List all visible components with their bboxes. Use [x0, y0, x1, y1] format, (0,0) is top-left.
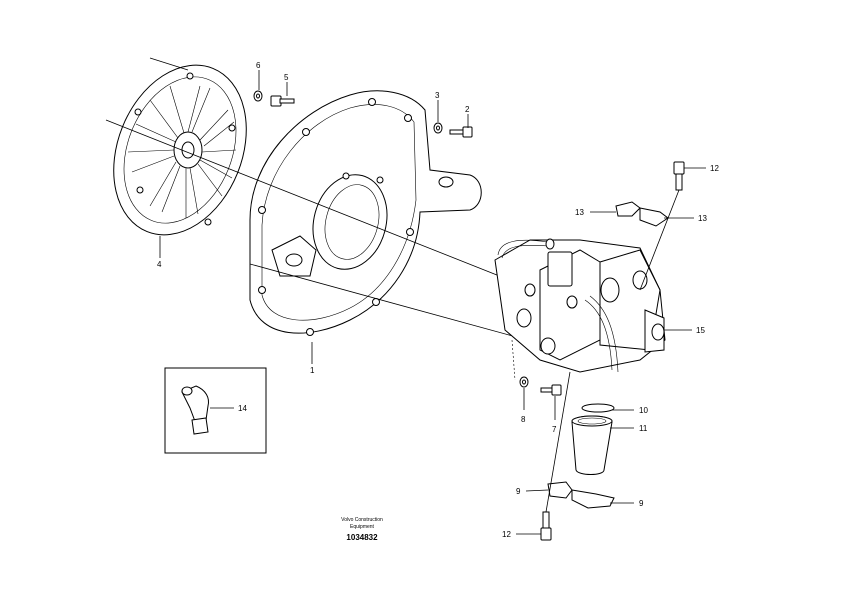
- part-8-washer[interactable]: [519, 376, 529, 388]
- callout-12-top: 12: [710, 164, 719, 173]
- callout-8: 8: [521, 415, 526, 424]
- part-10-o-ring[interactable]: [581, 403, 615, 413]
- part-5-bolt[interactable]: [270, 95, 295, 107]
- callout-5: 5: [284, 73, 289, 82]
- callout-labels: 1 2 3 4 5 6 7 8 9 9 10 11 12 12 13 13 14…: [157, 61, 719, 539]
- caption-division: Equipment: [350, 524, 375, 530]
- callout-11: 11: [639, 424, 648, 433]
- part-9-clamp-left[interactable]: [547, 481, 573, 499]
- callout-3: 3: [435, 91, 440, 100]
- callout-14: 14: [238, 404, 247, 413]
- caption-drawing-number: 1034832: [346, 533, 378, 542]
- part-14-inset[interactable]: [164, 367, 267, 454]
- part-3-washer[interactable]: [433, 122, 443, 134]
- part-2-bolt[interactable]: [449, 126, 473, 138]
- part-6-washer[interactable]: [253, 90, 263, 102]
- callout-7: 7: [552, 425, 557, 434]
- callout-15: 15: [696, 326, 705, 335]
- assembly-axis-lines: [105, 57, 561, 339]
- part-12-bolt-top[interactable]: [639, 161, 685, 291]
- part-9-clamp-right[interactable]: [571, 489, 615, 509]
- diagram-caption: Volvo Construction Equipment 1034832: [341, 517, 383, 542]
- part-15-pump-assembly[interactable]: [494, 238, 666, 381]
- callout-12-bottom: 12: [502, 530, 511, 539]
- callout-1: 1: [310, 366, 315, 375]
- part-13-clamp-left[interactable]: [615, 201, 641, 217]
- caption-company: Volvo Construction: [341, 517, 383, 523]
- part-7-bolt[interactable]: [540, 384, 562, 396]
- part-4-wheel-hub[interactable]: [90, 45, 271, 255]
- callout-4: 4: [157, 260, 162, 269]
- part-1-flange-plate[interactable]: [249, 90, 482, 336]
- callout-6: 6: [256, 61, 261, 70]
- callout-13-left: 13: [575, 208, 584, 217]
- callout-10: 10: [639, 406, 648, 415]
- callout-13-right: 13: [698, 214, 707, 223]
- leader-lines: [159, 70, 706, 535]
- callout-2: 2: [465, 105, 470, 114]
- part-12-bolt-bottom[interactable]: [540, 371, 571, 541]
- callout-9-left: 9: [516, 487, 521, 496]
- part-13-clamp-right[interactable]: [639, 207, 669, 227]
- callout-9-right: 9: [639, 499, 644, 508]
- part-11-sleeve[interactable]: [571, 415, 613, 475]
